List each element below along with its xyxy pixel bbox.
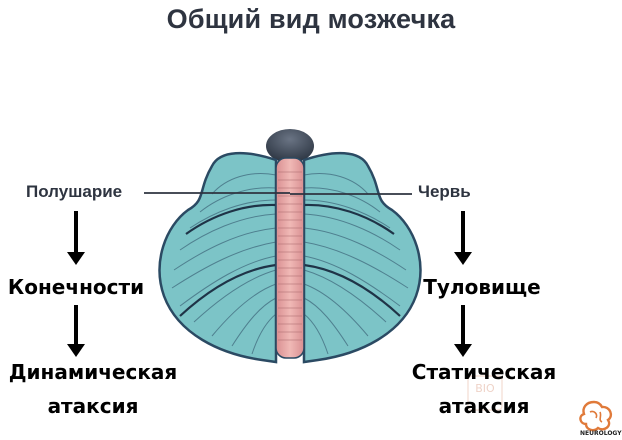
dynamic-ataxia-line2: атаксия [47,394,139,418]
vermis-label: Червь [418,182,471,201]
watermark: BIO [467,375,503,411]
logo-text: NEUROLOGY [580,430,622,437]
hemisphere-label: Полушарие [26,182,123,201]
limbs-label: Конечности [7,275,145,299]
left-arrow-1 [67,211,85,265]
right-arrow-1 [454,211,472,265]
left-folia [171,173,277,355]
dynamic-ataxia-line1: Динамическая [8,360,178,384]
static-ataxia-line2: атаксия [438,394,530,418]
fissures [179,203,401,317]
brainstem [266,129,314,163]
left-hemisphere [158,151,278,364]
right-arrow-2 [454,305,472,357]
svg-text:BIO: BIO [475,382,495,395]
diagram-title: Общий вид мозжечка [166,4,456,34]
static-ataxia-label: Статическая атаксия [404,355,564,423]
right-hemisphere [302,151,422,364]
static-ataxia-line1: Статическая [411,360,557,384]
neurology-logo-icon [579,400,613,432]
vermis-ridges [278,171,302,341]
left-arrow-2 [67,305,85,357]
trunk-label: Туловище [423,275,541,299]
dynamic-ataxia-label: Динамическая атаксия [0,355,186,423]
